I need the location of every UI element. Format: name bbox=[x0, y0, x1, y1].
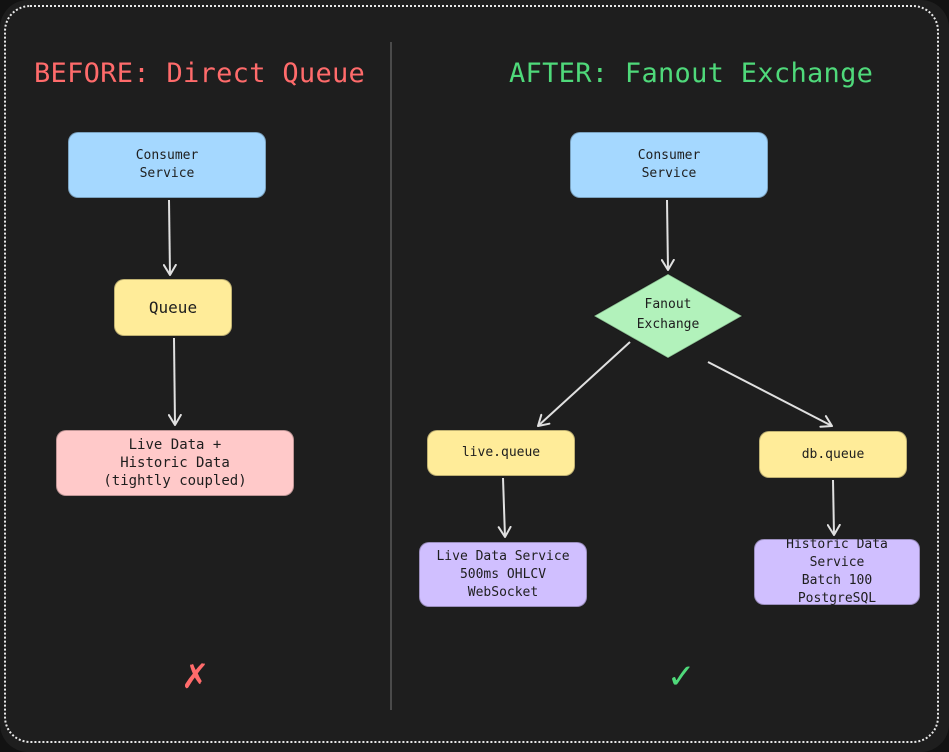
live-data-service-node: Live Data Service 500ms OHLCV WebSocket bbox=[419, 542, 587, 607]
db-queue-label: db.queue bbox=[801, 446, 865, 462]
live-queue-label: live.queue bbox=[461, 445, 541, 460]
arrow-exchange-to-live-queue bbox=[537, 341, 631, 427]
cross-mark-icon: ✗ bbox=[181, 657, 210, 697]
live-data-service-label: Live Data Service 500ms OHLCV WebSocket bbox=[436, 548, 570, 600]
fanout-exchange-diamond bbox=[592, 273, 744, 359]
arrow-consumer-to-queue bbox=[162, 199, 177, 276]
dotted-frame-border bbox=[4, 5, 939, 743]
before-consumer-service-node: Consumer Service bbox=[68, 132, 266, 198]
arrow-live-queue-to-service bbox=[497, 477, 512, 538]
section-divider bbox=[390, 42, 392, 710]
coupled-data-label: Live Data + Historic Data (tightly coupl… bbox=[103, 437, 247, 489]
arrow-db-queue-to-service bbox=[826, 479, 841, 536]
arrow-consumer-to-exchange bbox=[660, 199, 675, 271]
after-consumer-service-label: Consumer Service bbox=[637, 148, 701, 181]
before-consumer-service-label: Consumer Service bbox=[135, 148, 199, 181]
arrow-exchange-to-db-queue bbox=[707, 361, 833, 428]
fanout-exchange-label: Fanout Exchange bbox=[636, 297, 700, 332]
db-queue-node: db.queue bbox=[759, 431, 907, 478]
coupled-data-node: Live Data + Historic Data (tightly coupl… bbox=[56, 430, 294, 496]
before-queue-label: Queue bbox=[148, 297, 198, 317]
check-mark-icon: ✓ bbox=[667, 657, 696, 697]
before-title: BEFORE: Direct Queue bbox=[34, 58, 366, 89]
after-consumer-service-node: Consumer Service bbox=[570, 132, 768, 198]
historic-data-service-node: Historic Data Service Batch 100 PostgreS… bbox=[754, 537, 920, 606]
before-queue-node: Queue bbox=[114, 279, 232, 336]
live-queue-node: live.queue bbox=[427, 430, 575, 476]
after-title: AFTER: Fanout Exchange bbox=[509, 58, 874, 89]
historic-data-service-label: Historic Data Service Batch 100 PostgreS… bbox=[786, 537, 888, 606]
arrow-queue-to-coupled bbox=[167, 337, 182, 426]
